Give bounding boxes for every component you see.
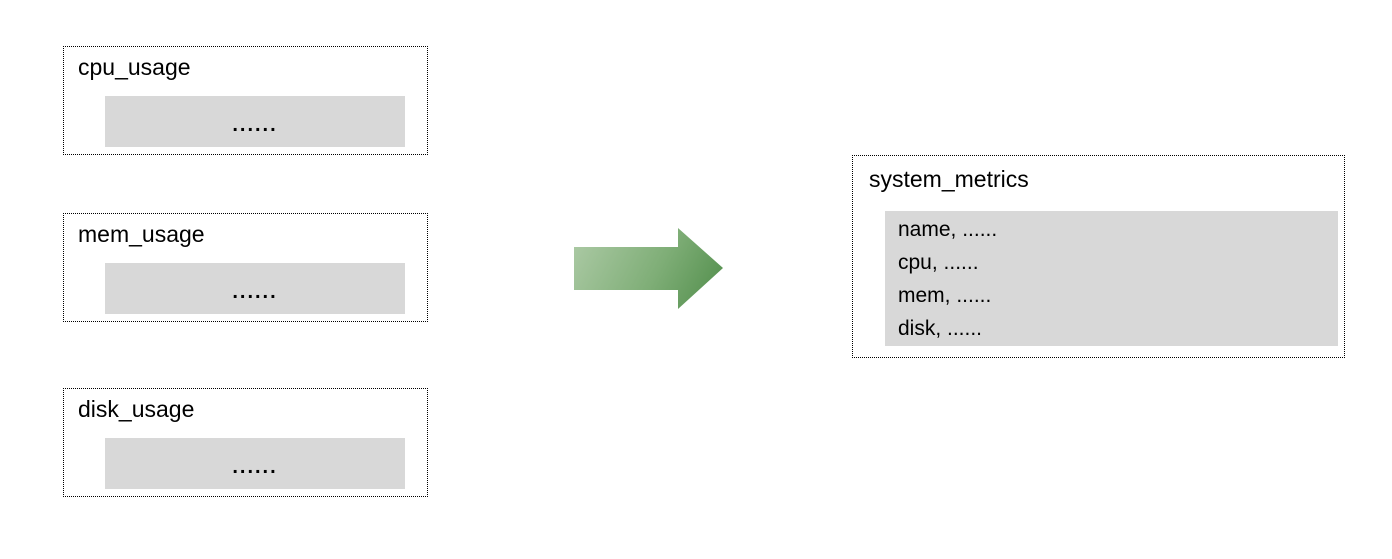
- source-box-title: mem_usage: [78, 221, 205, 247]
- source-data-bar: ......: [105, 96, 405, 147]
- merge-arrow-icon: [574, 228, 723, 309]
- field-row: cpu, ......: [898, 251, 979, 274]
- ellipsis-placeholder: ......: [232, 113, 278, 136]
- field-row: disk, ......: [898, 317, 983, 340]
- ellipsis-placeholder: ......: [232, 280, 278, 303]
- field-row: name, ......: [898, 218, 998, 241]
- source-box-mem-usage: mem_usage ......: [63, 213, 428, 322]
- ellipsis-placeholder: ......: [232, 455, 278, 478]
- field-row: mem, ......: [898, 284, 992, 307]
- source-box-title: disk_usage: [78, 396, 195, 422]
- source-box-cpu-usage: cpu_usage ......: [63, 46, 428, 155]
- source-data-bar: ......: [105, 438, 405, 489]
- source-data-bar: ......: [105, 263, 405, 314]
- target-box-title: system_metrics: [869, 166, 1029, 192]
- target-fields-panel: name, ...... cpu, ...... mem, ...... dis…: [885, 211, 1338, 346]
- source-box-title: cpu_usage: [78, 54, 191, 80]
- source-box-disk-usage: disk_usage ......: [63, 388, 428, 497]
- target-box-system-metrics: system_metrics name, ...... cpu, ...... …: [852, 155, 1345, 358]
